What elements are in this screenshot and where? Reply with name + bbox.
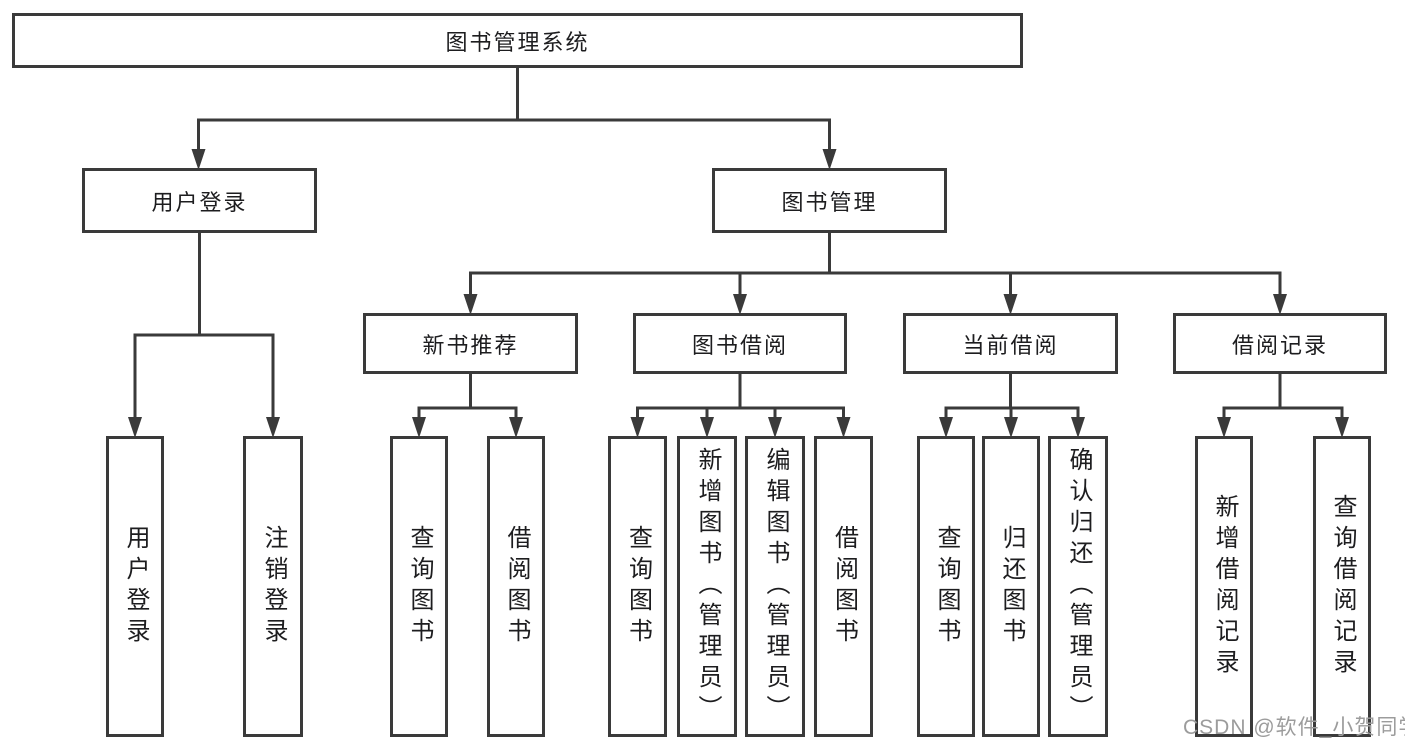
connector-borrowing-to-leaves — [636, 374, 845, 421]
node-borrowing-records: 借阅记录 — [1173, 313, 1387, 374]
leaf-edit-book-admin: 编辑图书（管理员） — [745, 436, 805, 737]
connector-userlogin-to-leaves — [133, 233, 275, 421]
node-new-book-recommend: 新书推荐 — [363, 313, 578, 374]
node-root: 图书管理系统 — [12, 13, 1023, 68]
leaf-query-book-borrowing: 查询图书 — [608, 436, 667, 737]
leaf-query-borrow-record: 查询借阅记录 — [1313, 436, 1371, 737]
node-current-borrowing: 当前借阅 — [903, 313, 1118, 374]
csdn-watermark: CSDN @软件_小贺同学 — [1183, 716, 1405, 739]
connector-bookmgmt-to-level3 — [469, 233, 1282, 298]
leaf-user-login: 用户登录 — [106, 436, 164, 737]
leaf-add-borrow-record: 新增借阅记录 — [1195, 436, 1253, 737]
node-book-management: 图书管理 — [712, 168, 947, 233]
leaf-add-book-admin: 新增图书（管理员） — [677, 436, 737, 737]
leaf-query-book-current: 查询图书 — [917, 436, 975, 737]
connector-records-to-leaves — [1222, 374, 1344, 421]
connector-root-to-level2 — [197, 68, 831, 153]
leaf-query-book-recommend: 查询图书 — [390, 436, 448, 737]
connector-current-to-leaves — [944, 374, 1080, 421]
leaf-borrow-book-borrowing: 借阅图书 — [814, 436, 873, 737]
node-user-login: 用户登录 — [82, 168, 317, 233]
leaf-confirm-return-admin: 确认归还（管理员） — [1048, 436, 1108, 737]
leaf-return-book: 归还图书 — [982, 436, 1040, 737]
node-book-borrowing: 图书借阅 — [633, 313, 847, 374]
leaf-borrow-book-recommend: 借阅图书 — [487, 436, 545, 737]
leaf-logout: 注销登录 — [243, 436, 303, 737]
connector-recommend-to-leaves — [417, 374, 518, 421]
